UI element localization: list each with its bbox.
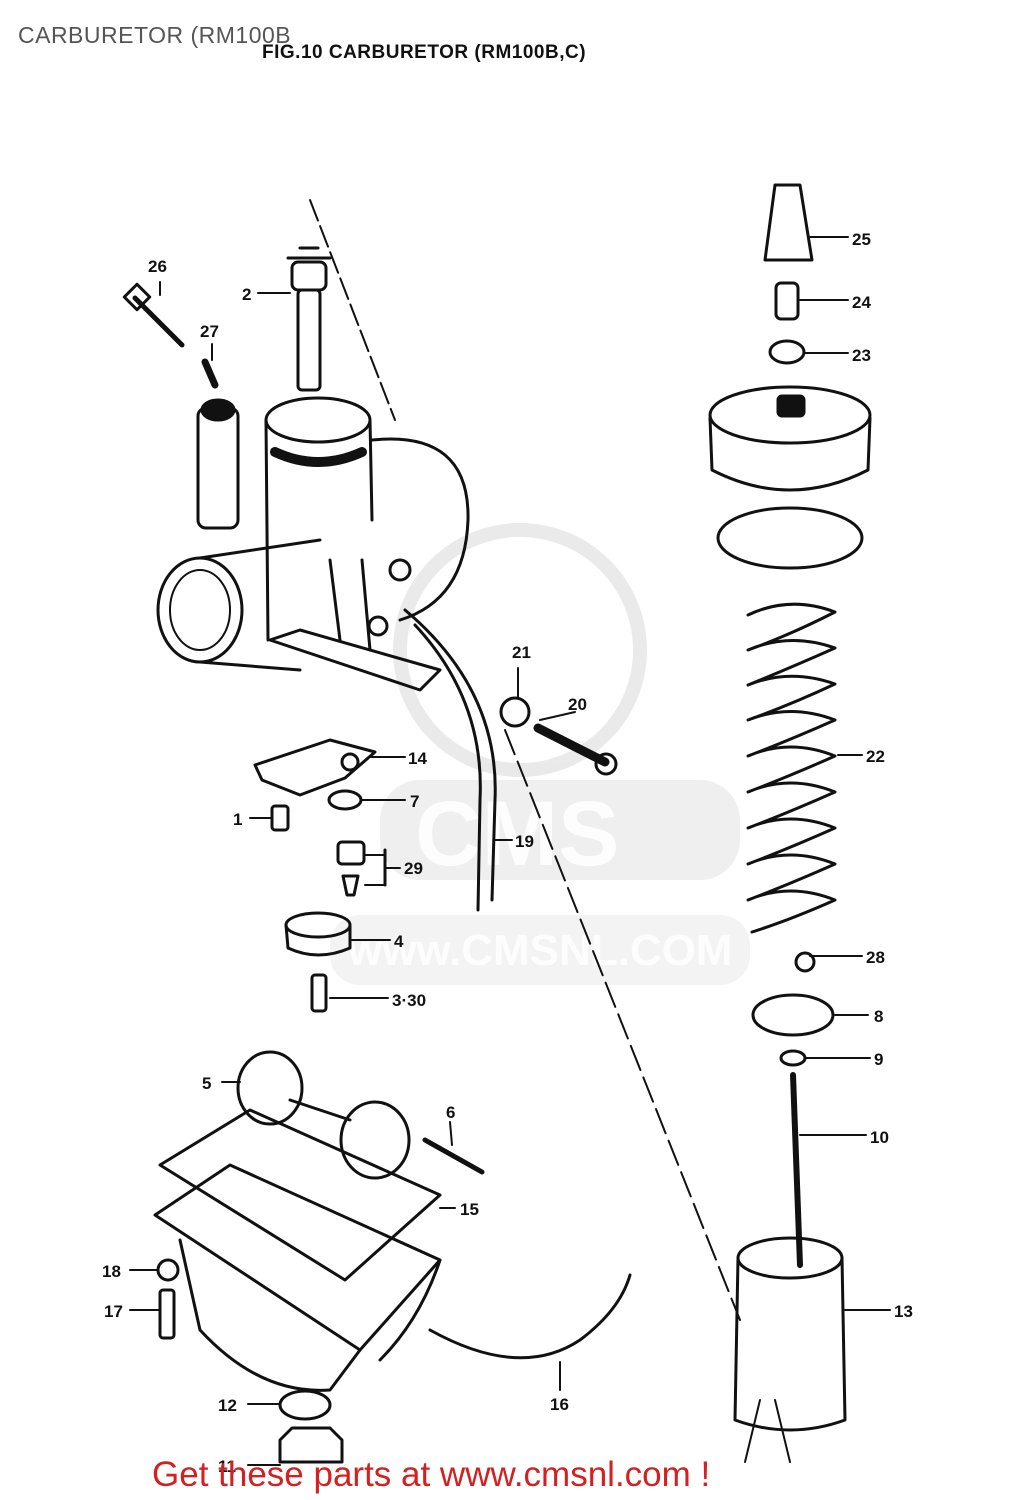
part-12-o-ring: [278, 1389, 332, 1421]
part-16-overflow-tube: [428, 1273, 632, 1360]
callout-24: 24: [852, 293, 871, 312]
callout-3-30: 3·30: [392, 991, 426, 1010]
callout-14: 14: [408, 749, 427, 768]
part-13-throttle-valve: [733, 1236, 847, 1432]
footer-parts-link[interactable]: Get these parts at www.cmsnl.com !: [152, 1455, 711, 1494]
callout-7: 7: [410, 792, 419, 811]
part-8-retainer: [751, 993, 835, 1037]
page-title: CARBURETOR (RM100B: [18, 22, 292, 48]
part-20-pilot-screw: [533, 723, 618, 776]
assembly-leader-line: [309, 199, 396, 421]
part-23-nut: [768, 339, 806, 365]
part-15-gasket: [158, 1108, 442, 1282]
part-11-drain-plug: [278, 1426, 344, 1464]
part-4-main-jet-holder: [284, 911, 352, 957]
part-3-main-jet: [310, 973, 328, 1013]
callout-1: 1: [233, 810, 242, 829]
part-7-washer: [327, 789, 363, 811]
callout-8: 8: [874, 1007, 883, 1026]
callout-19: 19: [515, 832, 534, 851]
callout-22: 22: [866, 747, 885, 766]
carburetor-body: [156, 396, 470, 692]
callout-5: 5: [202, 1074, 211, 1093]
part-21-nut: [499, 696, 531, 728]
figure-title: FIG.10 CARBURETOR (RM100B,C): [262, 42, 587, 63]
callout-27: 27: [200, 322, 219, 341]
callout-23: 23: [852, 346, 871, 365]
callout-20: 20: [568, 695, 587, 714]
part-18-bolt: [156, 1258, 180, 1282]
callout-9: 9: [874, 1050, 883, 1069]
callout-18: 18: [102, 1262, 121, 1281]
part-22-spring: [746, 602, 837, 934]
part-1-screw: [270, 804, 290, 832]
callout-25: 25: [852, 230, 871, 249]
part-19-vent-tube: [403, 608, 497, 912]
part-2-cable-adjuster: [286, 246, 332, 392]
cap-gasket: [716, 506, 864, 570]
part-26-air-screw: [122, 282, 185, 348]
part-5-float: [236, 1050, 411, 1180]
part-17-bolt: [158, 1288, 176, 1340]
part-10-jet-needle: [790, 1072, 803, 1268]
callout-13: 13: [894, 1302, 913, 1321]
part-24-adjuster: [774, 281, 800, 321]
callout-12: 12: [218, 1396, 237, 1415]
callout-21: 21: [512, 643, 531, 662]
callout-6: 6: [446, 1103, 455, 1122]
part-14-plate: [253, 738, 377, 797]
watermark-url: www.CMSNL.COM: [347, 926, 733, 975]
part-9-washer: [779, 1049, 807, 1067]
part-6-float-pin: [422, 1137, 485, 1175]
watermark: [330, 523, 750, 985]
part-25-cap-rubber: [763, 183, 814, 262]
callout-28: 28: [866, 948, 885, 967]
part-28-clip: [794, 951, 816, 973]
callout-16: 16: [550, 1395, 569, 1414]
callout-10: 10: [870, 1128, 889, 1147]
float-bowl: [153, 1163, 442, 1392]
callout-26: 26: [148, 257, 167, 276]
mixing-chamber-cap: [708, 385, 872, 492]
callout-17: 17: [104, 1302, 123, 1321]
callout-15: 15: [460, 1200, 479, 1219]
callout-2: 2: [242, 285, 251, 304]
callout-29: 29: [404, 859, 423, 878]
callout-4: 4: [394, 932, 404, 951]
callout-11: 11: [218, 1457, 236, 1476]
part-29-needle-valve: [336, 840, 387, 897]
part-27-throttle-stop-screw: [201, 358, 219, 389]
assembly-leader-line-slide: [504, 729, 741, 1321]
watermark-logo: CMS: [415, 783, 619, 885]
